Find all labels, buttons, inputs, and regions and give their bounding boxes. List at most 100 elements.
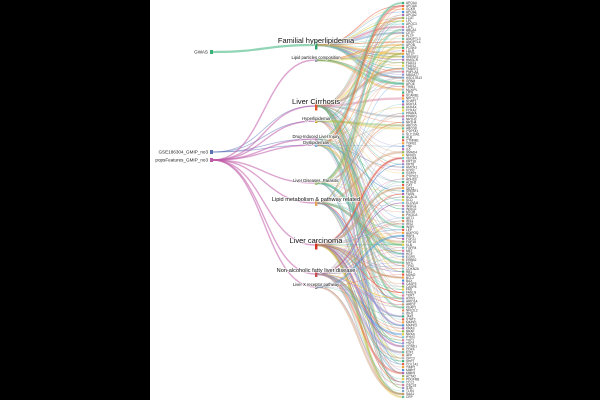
gene-label-apob: APOB <box>406 43 415 47</box>
gene-label-insig2: INSIG2 <box>406 207 417 211</box>
link-disease-gene <box>316 220 403 288</box>
gene-label-col1a1: COL1A1 <box>406 362 418 366</box>
gene-node-bar <box>402 186 405 190</box>
link-disease-gene <box>316 202 403 320</box>
gene-label-nras: NRAS <box>406 333 415 337</box>
link-disease-gene <box>316 105 403 359</box>
gene-label-cyp2e1: CYP2E1 <box>406 174 418 178</box>
link-source-disease <box>212 120 316 161</box>
gene-label-afp: AFP <box>406 353 412 357</box>
gene-node-bar <box>402 395 405 399</box>
link-disease-gene <box>316 29 403 140</box>
link-disease-gene <box>316 217 403 275</box>
disease-label-hyperlipidemia: Hyperlipidemia <box>302 116 330 121</box>
gene-label-scarb1: SCARB1 <box>406 94 419 98</box>
gene-label-cxcl8: CXCL8 <box>406 383 417 387</box>
gene-label-apoc3: APOC3 <box>406 22 417 26</box>
link-disease-gene <box>316 53 403 146</box>
gene-label-il1b: IL1B <box>406 386 413 390</box>
link-disease-gene <box>316 244 403 380</box>
link-disease-gene <box>316 107 403 140</box>
gene-label-ccnd1: CCND1 <box>406 344 417 348</box>
gene-node-bar <box>402 16 405 20</box>
gene-label-srebf2: SREBF2 <box>406 55 419 59</box>
gene-label-lpl: LPL <box>406 19 412 23</box>
gene-label-insr: INSR <box>406 225 414 229</box>
link-disease-gene <box>316 138 403 356</box>
link-disease-gene <box>316 196 403 246</box>
link-disease-gene <box>316 120 403 323</box>
link-disease-gene <box>316 201 403 327</box>
disease-node-bar <box>315 240 318 250</box>
gene-node-bar <box>402 180 405 184</box>
link-disease-gene <box>316 286 403 386</box>
gene-label-mapk1: MAPK1 <box>406 321 417 325</box>
gene-label-gpc3: GPC3 <box>406 356 415 360</box>
link-disease-gene <box>316 184 403 246</box>
source-node-bar <box>210 158 213 162</box>
gene-node-bar <box>402 118 405 121</box>
link-disease-gene <box>316 202 403 302</box>
gene-label-myc: MYC <box>406 261 414 265</box>
link-disease-gene <box>316 244 403 338</box>
disease-label-lipid-metabolism-pathway-related: Lipid metabolism & pathway related <box>272 197 360 203</box>
link-disease-gene <box>316 202 403 374</box>
link-disease-gene <box>316 244 403 287</box>
link-disease-gene <box>316 232 403 246</box>
link-disease-gene <box>316 202 403 231</box>
gene-label-tnf: TNF <box>406 144 412 148</box>
link-disease-gene <box>316 105 403 362</box>
disease-node-bar <box>315 101 318 111</box>
gene-node-bar <box>402 157 405 160</box>
link-disease-gene <box>316 44 403 63</box>
disease-label-liver-x-receptor-pathway: Liver X receptor pathway <box>293 282 340 287</box>
link-disease-gene <box>316 105 403 219</box>
link-disease-gene <box>316 59 403 78</box>
gene-node-bar <box>402 234 405 237</box>
link-disease-gene <box>316 43 403 79</box>
gene-node-bar <box>402 309 405 312</box>
gene-node-bar <box>402 4 405 8</box>
link-disease-gene <box>316 105 403 338</box>
gene-label-egfr: EGFR <box>406 255 416 259</box>
gene-label-klb: KLB <box>406 243 412 247</box>
gene-node-bar <box>402 67 405 70</box>
link-disease-gene <box>316 120 403 374</box>
disease-node-bar <box>315 200 318 206</box>
link-source-disease <box>212 105 316 161</box>
gene-label-hnf4a: HNF4A <box>406 106 417 110</box>
link-disease-gene <box>316 138 403 398</box>
link-disease-gene <box>316 44 403 69</box>
gene-label-akt1: AKT1 <box>406 216 414 220</box>
link-disease-gene <box>316 244 403 317</box>
gene-label-lipc: LIPC <box>406 25 414 29</box>
link-disease-gene <box>316 256 403 288</box>
gene-label-nfe2l2: NFE2L2 <box>406 309 418 313</box>
gene-node-bar <box>402 154 405 157</box>
gene-node-bar <box>402 76 405 79</box>
gene-label-stat3: STAT3 <box>406 318 416 322</box>
link-disease-gene <box>316 120 403 174</box>
gene-label-angptl4: ANGPTL4 <box>406 40 421 44</box>
link-disease-gene <box>316 244 403 395</box>
gene-node-bar <box>402 288 405 291</box>
gene-node-bar <box>402 106 405 109</box>
link-disease-gene <box>316 120 403 225</box>
link-disease-gene <box>316 244 403 308</box>
link-disease-gene <box>316 105 403 287</box>
link-disease-gene <box>316 182 403 362</box>
link-disease-gene <box>316 35 403 204</box>
gene-label-cdk4: CDK4 <box>406 347 415 351</box>
link-disease-gene <box>316 5 403 107</box>
link-disease-gene <box>316 138 403 171</box>
source-node-bar <box>210 150 213 154</box>
gene-label-fads1: FADS1 <box>406 61 416 65</box>
gene-label-sort1: SORT1 <box>406 100 417 104</box>
gene-label-mmp2: MMP2 <box>406 368 415 372</box>
link-disease-gene <box>316 53 403 61</box>
sankey-diagram: GWASGSE186304_GMIP_no3popsFeatures_GMIP_… <box>155 1 422 399</box>
link-disease-gene <box>316 142 403 275</box>
gene-label-ctnnb1: CTNNB1 <box>406 139 419 143</box>
gene-node-bar <box>402 380 405 384</box>
gene-node-bar <box>402 303 405 306</box>
